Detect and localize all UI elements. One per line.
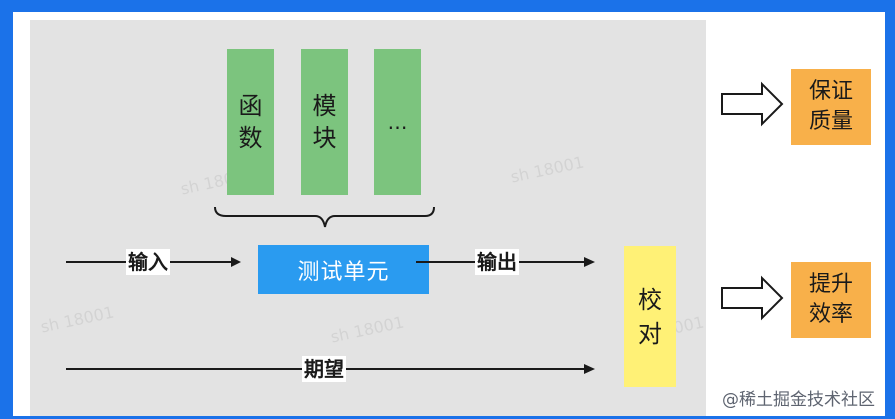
more-box: …: [374, 49, 421, 195]
output-label: 输出: [475, 249, 519, 275]
test-unit-label: 测试单元: [297, 259, 390, 285]
module-label-1: 模: [312, 92, 337, 120]
quality-label-2: 质量: [808, 109, 853, 134]
verify-label-2: 对: [638, 319, 662, 348]
quality-label-1: 保证: [808, 79, 853, 104]
source-credit: @稀土掘金技术社区: [722, 390, 875, 410]
more-label: …: [387, 110, 408, 134]
block-arrow-icon: [721, 275, 784, 321]
verify-box: 校 对: [624, 246, 676, 387]
grouping-brace: [214, 206, 435, 228]
verify-label-1: 校: [638, 285, 662, 314]
connector-layer: [66, 81, 784, 374]
efficiency-label-1: 提升: [808, 272, 853, 297]
test-unit-box: 测试单元: [258, 245, 429, 294]
efficiency-box: 提升 效率: [791, 262, 871, 338]
function-label-1: 函: [238, 92, 263, 120]
output-arrowhead: [584, 257, 595, 267]
input-arrowhead: [231, 257, 241, 267]
module-label-2: 块: [312, 124, 337, 152]
efficiency-label-2: 效率: [808, 302, 853, 327]
block-arrow-icon: [721, 81, 784, 127]
quality-box: 保证 质量: [791, 69, 871, 145]
function-label-2: 数: [238, 124, 263, 152]
diagram-canvas: sh 18001 sh 18001 sh 18001 sh 18001 sh 1…: [13, 12, 885, 416]
input-label: 输入: [126, 249, 170, 275]
module-box: 模 块: [301, 49, 348, 195]
expect-arrowhead: [584, 364, 595, 374]
function-box: 函 数: [227, 49, 274, 195]
expect-label: 期望: [302, 356, 346, 382]
test-process-panel: sh 18001 sh 18001 sh 18001 sh 18001 sh 1…: [30, 20, 706, 416]
